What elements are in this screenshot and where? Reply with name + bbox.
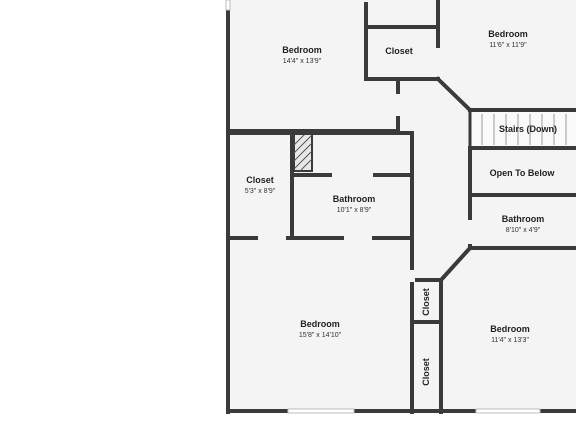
stairs-area <box>470 112 576 147</box>
room-bedroom-top-right: Bedroom 11'6" x 11'9" <box>488 29 528 49</box>
room-bathroom-right: Bathroom 8'10" x 4'9" <box>502 214 545 234</box>
room-closet-mid-vertical: Closet <box>421 288 431 316</box>
room-name: Closet <box>421 288 431 316</box>
room-closet-left: Closet 5'3" x 8'9" <box>245 175 276 195</box>
room-name: Closet <box>421 358 431 386</box>
room-bedroom-bottom-left: Bedroom 15'8" x 14'10" <box>299 319 342 339</box>
room-name: Closet <box>246 175 274 185</box>
room-dims: 14'4" x 13'9" <box>283 58 322 65</box>
room-name: Bathroom <box>333 194 376 204</box>
room-dims: 15'8" x 14'10" <box>299 332 342 339</box>
room-name: Bedroom <box>488 29 528 39</box>
room-dims: 8'10" x 4'9" <box>506 227 541 234</box>
room-dims: 5'3" x 8'9" <box>245 188 276 195</box>
room-closet-top: Closet <box>385 46 413 56</box>
room-bedroom-bottom-right: Bedroom 11'4" x 13'3" <box>490 324 530 344</box>
room-name: Bathroom <box>502 214 545 224</box>
room-dims: 11'6" x 11'9" <box>489 42 527 49</box>
room-name: Open To Below <box>490 168 556 178</box>
room-name: Stairs (Down) <box>499 124 557 134</box>
room-stairs: Stairs (Down) <box>499 124 557 134</box>
room-dims: 10'1" x 8'9" <box>337 207 372 214</box>
room-open-to-below: Open To Below <box>490 168 556 178</box>
floor-area <box>228 0 576 412</box>
windows <box>225 0 541 414</box>
room-closet-low-vertical: Closet <box>421 358 431 386</box>
room-bathroom-center: Bathroom 10'1" x 8'9" <box>333 194 376 214</box>
room-name: Closet <box>385 46 413 56</box>
room-bedroom-top-left: Bedroom 14'4" x 13'9" <box>282 45 322 65</box>
room-name: Bedroom <box>282 45 322 55</box>
room-name: Bedroom <box>300 319 340 329</box>
walls <box>226 0 576 414</box>
room-name: Bedroom <box>490 324 530 334</box>
hatched-chase <box>293 132 313 172</box>
room-dims: 11'4" x 13'3" <box>491 337 529 344</box>
